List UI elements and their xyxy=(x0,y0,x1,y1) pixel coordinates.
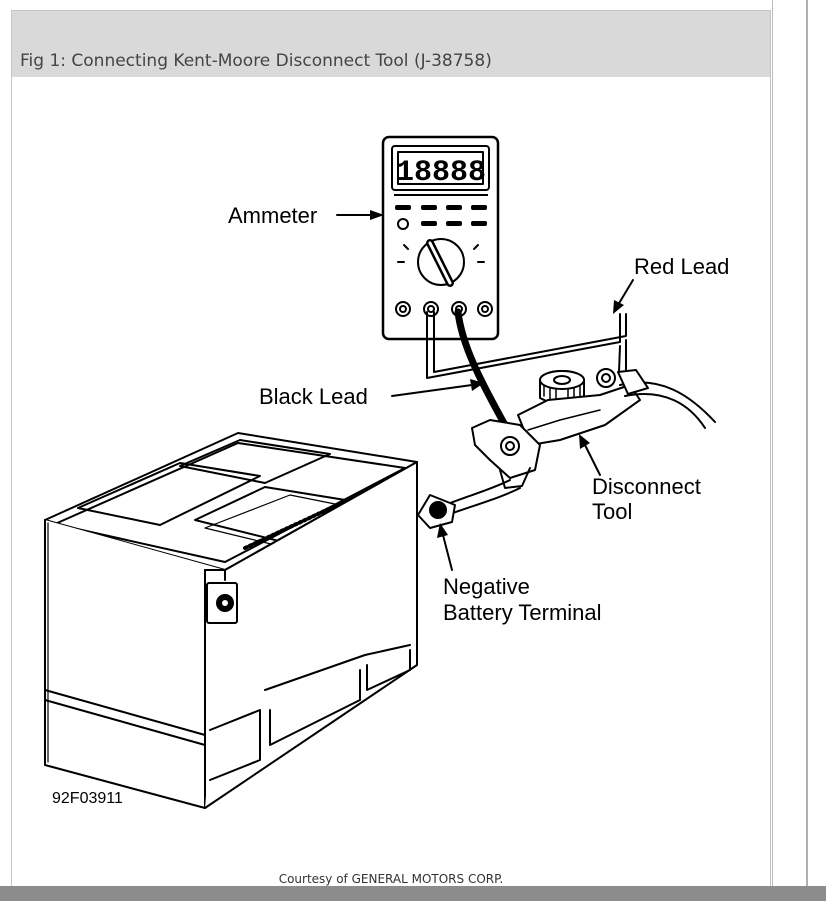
black-lead-wire xyxy=(454,308,509,429)
label-red-lead: Red Lead xyxy=(634,254,729,279)
caption-bar: Fig 1: Connecting Kent-Moore Disconnect … xyxy=(12,11,770,77)
figure-credit: Courtesy of GENERAL MOTORS CORP. xyxy=(278,872,504,886)
battery xyxy=(44,432,418,809)
disconnect-tool xyxy=(471,368,716,489)
figure-code: 92F03911 xyxy=(52,790,123,807)
top-bar xyxy=(0,0,826,12)
battery-cable xyxy=(444,479,521,515)
label-negative-line2: Battery Terminal xyxy=(443,600,602,625)
label-disconnect-line1: Disconnect xyxy=(592,474,701,499)
ammeter-readout: 18888 xyxy=(396,156,486,190)
label-leaders xyxy=(336,210,634,571)
figure-caption: Fig 1: Connecting Kent-Moore Disconnect … xyxy=(20,51,492,71)
ammeter-device xyxy=(381,135,500,341)
right-scroll-gutter xyxy=(772,0,826,901)
label-negative-line1: Negative xyxy=(443,574,530,599)
label-ammeter: Ammeter xyxy=(228,203,317,228)
red-lead-wire xyxy=(426,311,627,379)
scrollbar-track[interactable] xyxy=(806,0,808,901)
bottom-strip xyxy=(0,886,826,901)
label-black-lead: Black Lead xyxy=(259,384,368,409)
label-disconnect-line2: Tool xyxy=(592,499,632,524)
